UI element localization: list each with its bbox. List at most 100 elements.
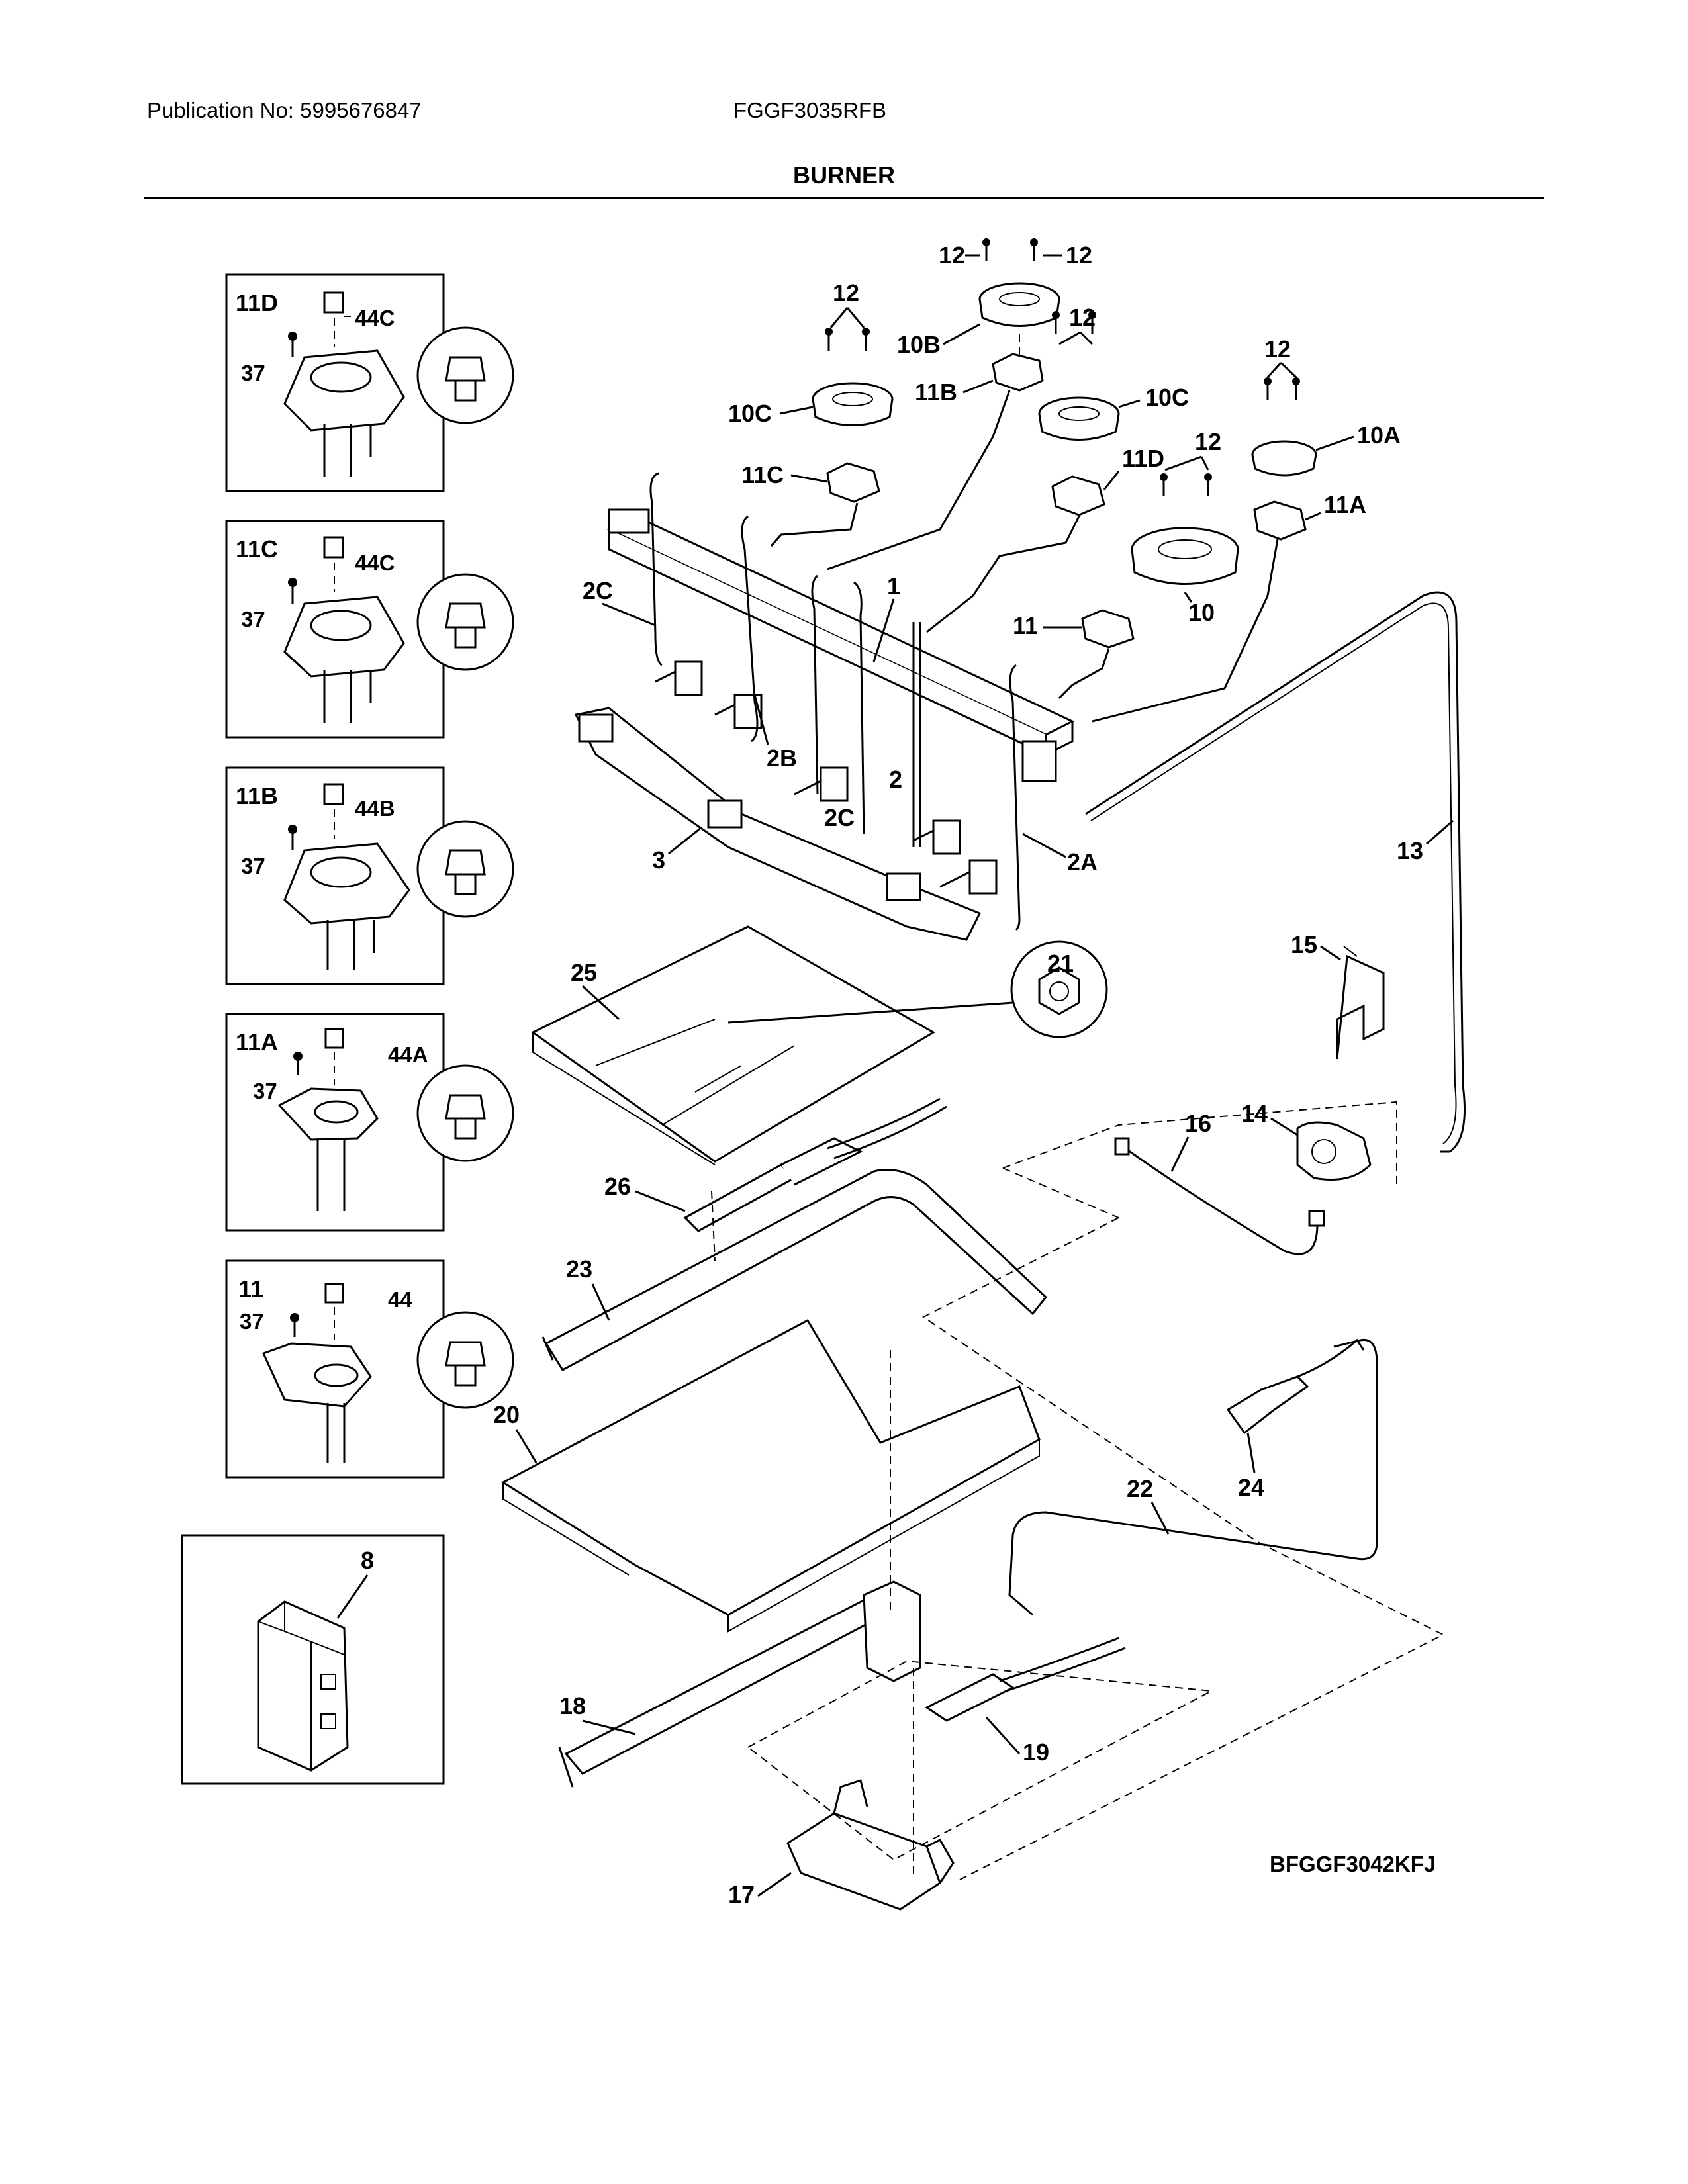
dashed-guides: [711, 1101, 1445, 1880]
callout-25: 25: [571, 959, 597, 986]
inset-screw-label: 37: [241, 607, 265, 631]
callout-labels: 12 12 12 12 12 12 10B 10C 10C 10A 10 11B…: [493, 242, 1454, 1908]
inset-screw-label: 37: [240, 1309, 264, 1334]
diagram-code: BFGGF3042KFJ: [1270, 1852, 1436, 1876]
callout-2C: 2C: [824, 804, 855, 831]
callout-21: 21: [1047, 950, 1074, 977]
heat-shield-20: [501, 1319, 1041, 1633]
callout-10: 10: [1188, 599, 1215, 626]
publication-number: Publication No: 5995676847: [147, 98, 422, 122]
header-divider: [144, 197, 1544, 199]
inset-panel-11B: 11B 44B 37 47: [225, 766, 514, 985]
burner-head-drawing: [283, 536, 405, 723]
inset-head-label: 11A: [236, 1028, 278, 1056]
screws-12: [825, 238, 1300, 496]
inset-panel-11A: 11A 44A 37 47: [225, 1013, 514, 1232]
callout-2B: 2B: [767, 745, 797, 772]
igniter-26: [683, 1097, 947, 1232]
callout-2: 2: [889, 766, 902, 793]
callout-11B: 11B: [915, 379, 957, 406]
callout-13: 13: [1397, 837, 1423, 864]
inset-head-label: 11B: [236, 782, 278, 809]
callout-26: 26: [604, 1173, 631, 1200]
manifold-1: [606, 508, 1075, 782]
callout-16: 16: [1185, 1110, 1211, 1137]
callout-19: 19: [1023, 1739, 1049, 1766]
callout-2A: 2A: [1067, 848, 1098, 876]
burner-head-11A: [1253, 500, 1307, 541]
callout-1: 1: [887, 572, 900, 600]
callout-12: 12: [1066, 242, 1092, 269]
burner-head-drawing: [277, 1028, 379, 1211]
callout-10C: 10C: [728, 400, 772, 427]
page-title: BURNER: [792, 161, 895, 189]
burner-head-11C: [826, 462, 880, 503]
callout-12: 12: [1264, 336, 1291, 363]
callout-24: 24: [1238, 1474, 1264, 1501]
burner-head-11D: [1051, 475, 1105, 516]
burner-head-11: [1081, 609, 1135, 649]
heat-shield-25: [531, 925, 935, 1165]
valve-17: [786, 1779, 955, 1911]
inset-screw-label: 37: [241, 854, 265, 878]
tube-16: [1114, 1137, 1325, 1255]
model-number: FGGF3035RFB: [733, 98, 887, 122]
burner-head-drawing: [261, 1283, 372, 1463]
inset-panel-11D: 11D 44C 37 47: [225, 273, 514, 492]
burner-head-drawing: [283, 783, 410, 970]
callout-10B: 10B: [897, 331, 941, 358]
callout-12: 12: [1069, 304, 1096, 331]
inset-cap-label: 44: [388, 1287, 412, 1312]
burner-head-11B: [992, 353, 1044, 392]
inset-screw-label: 37: [253, 1079, 277, 1103]
callout-11C: 11C: [741, 461, 784, 488]
orifice-circle: [416, 820, 514, 918]
callout-11A: 11A: [1324, 491, 1366, 518]
burner-base-10B: [978, 282, 1060, 357]
callout-11: 11: [1013, 612, 1038, 639]
group-brackets: [649, 472, 1021, 931]
callout-14: 14: [1241, 1100, 1268, 1127]
orifice-circle: [416, 573, 514, 671]
orifice-circle: [416, 1311, 514, 1409]
callout-22: 22: [1127, 1475, 1153, 1502]
callout-10A: 10A: [1357, 422, 1401, 449]
callout-23: 23: [566, 1255, 592, 1283]
burner-tube-23: [541, 1169, 1048, 1371]
inset-cap-label: 44C: [355, 306, 395, 330]
gas-tubes: [770, 390, 1279, 723]
callout-12: 12: [1195, 428, 1221, 455]
broil-burner-18: [558, 1580, 921, 1788]
burner-base-10: [1131, 527, 1239, 585]
burner-base-10A: [1251, 440, 1317, 477]
regulator-14: [1296, 1121, 1372, 1181]
inset-panel-11: 11 44 37 47: [225, 1259, 514, 1479]
inset-head-label: 11C: [236, 535, 278, 563]
callout-12: 12: [833, 279, 859, 306]
burner-head-drawing: [283, 291, 405, 477]
valve-bracket-3: [574, 707, 982, 941]
inset-head-label: 11: [238, 1275, 263, 1302]
inset-screw-label: 37: [241, 361, 265, 385]
callout-20: 20: [493, 1401, 520, 1428]
pilot-24: [1226, 1338, 1365, 1435]
tube-22: [1008, 1338, 1378, 1616]
igniter-19: [925, 1637, 1126, 1722]
callout-18: 18: [559, 1692, 586, 1719]
burner-base-10C-left: [812, 382, 894, 426]
callout-12: 12: [939, 242, 965, 269]
bracket-15: [1336, 946, 1385, 1060]
orifice-circle: [416, 326, 514, 424]
nut-21-circle: [727, 940, 1108, 1038]
inset-cap-label: 44A: [388, 1042, 428, 1067]
callout-11D: 11D: [1122, 445, 1164, 472]
inset-cap-label: 44C: [355, 551, 395, 575]
inset-head-label: 11D: [236, 289, 278, 316]
inset-panel-8: 8: [181, 1534, 445, 1785]
callout-8: 8: [361, 1547, 374, 1574]
callout-17: 17: [728, 1881, 755, 1908]
callout-3: 3: [652, 846, 665, 874]
callout-2C: 2C: [583, 577, 613, 604]
orifice-circle: [416, 1064, 514, 1162]
